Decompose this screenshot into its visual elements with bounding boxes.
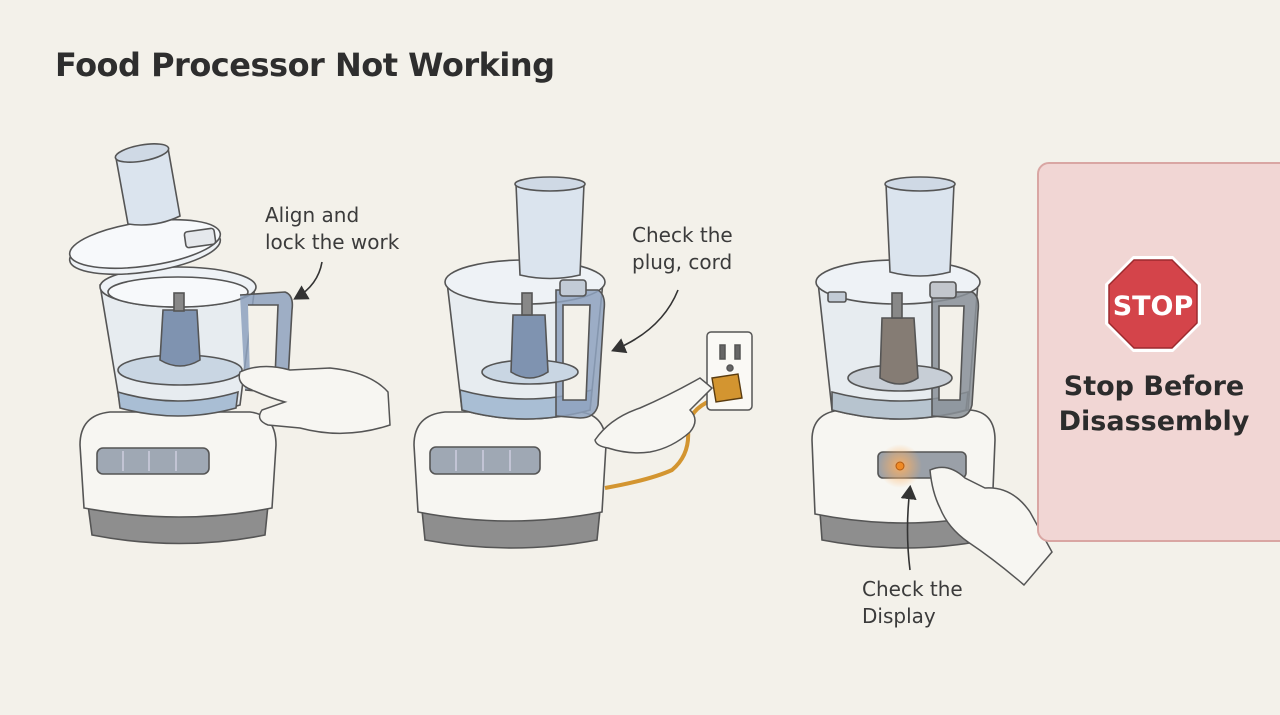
stop-sign-icon: STOP — [1105, 256, 1201, 352]
food-processor-3-icon — [811, 176, 996, 549]
stop-card: STOP Stop Before Disassembly — [1037, 162, 1280, 542]
indicator-light — [895, 461, 905, 471]
step-3-label: Check the Display — [862, 577, 963, 628]
arrow-icon — [900, 484, 917, 571]
arrow-icon — [611, 289, 679, 354]
arrow-icon — [293, 261, 323, 300]
hand-pointer-icon — [929, 466, 1053, 587]
power-plug-icon — [711, 373, 743, 403]
stop-card-title: Stop Before Disassembly — [1058, 371, 1250, 437]
step-1-label: Align and lock the work — [265, 203, 400, 254]
step-2-label: Check the plug, cord — [632, 223, 733, 274]
food-processor-1-icon — [68, 143, 294, 545]
hand-pointer-icon — [238, 365, 391, 435]
stop-sign-text: STOP — [1113, 291, 1194, 322]
page-title: Food Processor Not Working — [55, 46, 555, 84]
hand-pointer-icon — [594, 377, 714, 454]
food-processor-2-icon — [413, 176, 607, 549]
